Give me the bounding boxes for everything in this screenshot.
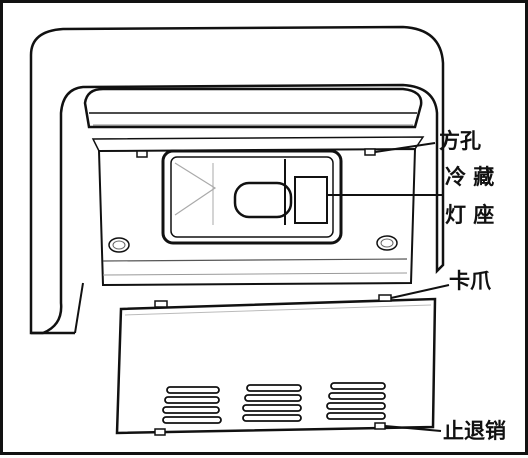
boss-right — [376, 235, 398, 251]
handle-slot — [83, 87, 423, 129]
label-lamp-socket-line1: 冷 藏 — [445, 165, 495, 189]
stop-pin-left — [154, 428, 166, 436]
label-stop-pin: 止退销 — [443, 419, 506, 443]
clip-left — [154, 300, 168, 308]
housing-outline — [29, 25, 445, 335]
lamp-assembly-drawing — [29, 25, 450, 436]
label-clip: 卡爪 — [449, 269, 491, 293]
stop-pin-right — [374, 422, 386, 430]
vent-slots — [162, 382, 386, 424]
square-hole-right — [364, 148, 376, 156]
bulb — [233, 181, 293, 219]
leader-square-hole — [374, 142, 436, 153]
boss-left — [108, 237, 130, 253]
clip-right — [378, 294, 392, 302]
lamp-socket — [294, 176, 328, 224]
leader-stop-pin — [384, 425, 442, 432]
square-hole-left — [136, 150, 148, 158]
label-square-hole: 方孔 — [439, 129, 481, 153]
label-lamp-socket-line2: 灯 座 — [445, 203, 495, 227]
leader-clip — [390, 284, 450, 299]
